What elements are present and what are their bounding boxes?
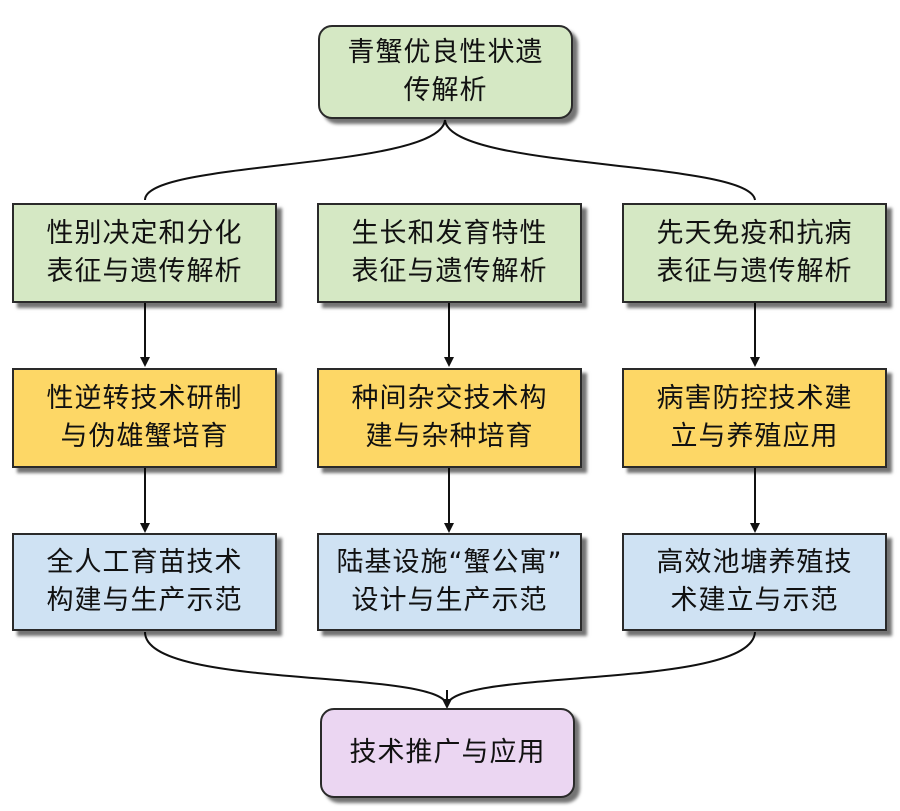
technique-node-2: 种间杂交技术构 建与杂种培育 [317, 368, 582, 468]
production-label-2: 陆基设施“蟹公寓” 设计与生产示范 [336, 547, 563, 616]
technique-label-3: 病害防控技术建 立与养殖应用 [656, 383, 853, 452]
analysis-node-3: 先天免疫和抗病 表征与遗传解析 [622, 203, 887, 303]
bottom-merge-line [144, 631, 756, 706]
analysis-node-1: 性别决定和分化 表征与遗传解析 [12, 203, 277, 303]
top-node: 青蟹优良性状遗 传解析 [318, 25, 573, 119]
analysis-label-1: 性别决定和分化 表征与遗传解析 [46, 218, 243, 287]
technique-node-1: 性逆转技术研制 与伪雄蟹培育 [12, 368, 277, 468]
bottom-node-label: 技术推广与应用 [349, 737, 546, 768]
production-node-1: 全人工育苗技术 构建与生产示范 [12, 533, 277, 631]
analysis-label-3: 先天免疫和抗病 表征与遗传解析 [656, 218, 853, 287]
top-node-label: 青蟹优良性状遗 传解析 [347, 37, 544, 106]
production-node-2: 陆基设施“蟹公寓” 设计与生产示范 [317, 533, 582, 631]
technique-label-1: 性逆转技术研制 与伪雄蟹培育 [46, 383, 243, 452]
technique-node-3: 病害防控技术建 立与养殖应用 [622, 368, 887, 468]
production-label-1: 全人工育苗技术 构建与生产示范 [46, 547, 243, 616]
top-branch-line [144, 119, 756, 201]
production-node-3: 高效池塘养殖技 术建立与示范 [622, 533, 887, 631]
analysis-label-2: 生长和发育特性 表征与遗传解析 [351, 218, 548, 287]
production-label-3: 高效池塘养殖技 术建立与示范 [656, 547, 853, 616]
analysis-node-2: 生长和发育特性 表征与遗传解析 [317, 203, 582, 303]
technique-label-2: 种间杂交技术构 建与杂种培育 [351, 383, 548, 452]
bottom-node: 技术推广与应用 [320, 708, 575, 798]
